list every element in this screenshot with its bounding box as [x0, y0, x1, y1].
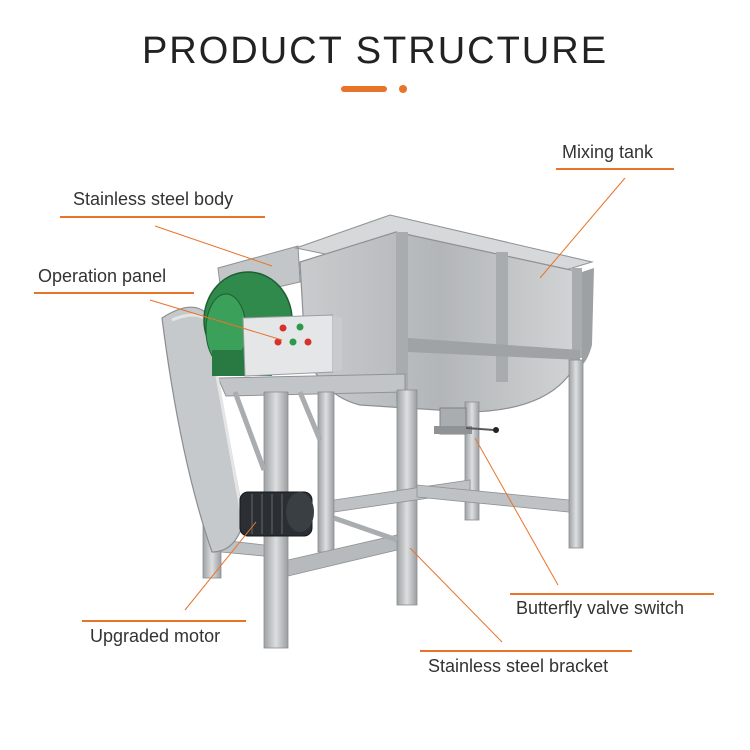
- leader-line-stainless-steel-bracket: [409, 547, 503, 643]
- frame-platform: [217, 373, 406, 397]
- switch-button-red-icon: [304, 338, 312, 346]
- callout-stainless-steel-bracket: Stainless steel bracket: [428, 656, 609, 676]
- frame-leg: [317, 391, 335, 553]
- tank-rib: [572, 268, 582, 358]
- callout-underline-stainless-steel-body: [60, 216, 265, 218]
- tank-end-cap: [582, 268, 594, 365]
- frame-diagonal: [232, 391, 267, 471]
- frame-brace: [287, 534, 398, 577]
- butterfly-valve-knob-icon: [493, 427, 499, 433]
- butterfly-valve-flange: [434, 426, 472, 434]
- belt-guard: [161, 306, 245, 553]
- callout-stainless-steel-body: Stainless steel body: [73, 189, 234, 209]
- callout-mixing-tank: Mixing tank: [562, 142, 654, 162]
- switch-button-red-icon: [274, 338, 282, 346]
- motor-end-cap: [286, 492, 314, 532]
- operation-panel-side: [333, 315, 342, 372]
- tank-band: [408, 338, 580, 360]
- callout-underline-operation-panel: [34, 292, 194, 294]
- callout-underline-upgraded-motor: [82, 620, 246, 622]
- tank-rib: [496, 252, 508, 382]
- frame-diagonal: [333, 515, 398, 543]
- title-accent-bar: [341, 86, 387, 92]
- switch-button-green-icon: [289, 338, 297, 346]
- indicator-light-green-icon: [296, 323, 304, 331]
- indicator-light-red-icon: [279, 324, 287, 332]
- frame-diagonal: [297, 391, 323, 441]
- frame-leg: [568, 359, 584, 549]
- leader-line-butterfly-valve: [474, 437, 559, 586]
- butterfly-valve-handle: [465, 427, 495, 431]
- leader-line-upgraded-motor: [184, 521, 257, 611]
- leader-lines: [149, 177, 626, 643]
- callout-underline-mixing-tank: [556, 168, 674, 170]
- leader-line-mixing-tank: [539, 177, 626, 279]
- frame-brace: [416, 484, 570, 513]
- callout-butterfly-valve-switch: Butterfly valve switch: [516, 598, 685, 618]
- leader-line-stainless-steel-body: [154, 225, 273, 267]
- callout-upgraded-motor: Upgraded motor: [90, 626, 221, 646]
- leader-line-operation-panel: [149, 299, 283, 341]
- tank-rib: [396, 232, 408, 402]
- title-accent-dot: [399, 85, 407, 93]
- callout-underline-butterfly-valve-switch: [510, 593, 714, 595]
- page-title: PRODUCT STRUCTURE: [141, 30, 609, 72]
- callout-operation-panel: Operation panel: [38, 266, 167, 286]
- operation-panel-box: [242, 314, 334, 377]
- callout-underline-stainless-steel-bracket: [420, 650, 632, 652]
